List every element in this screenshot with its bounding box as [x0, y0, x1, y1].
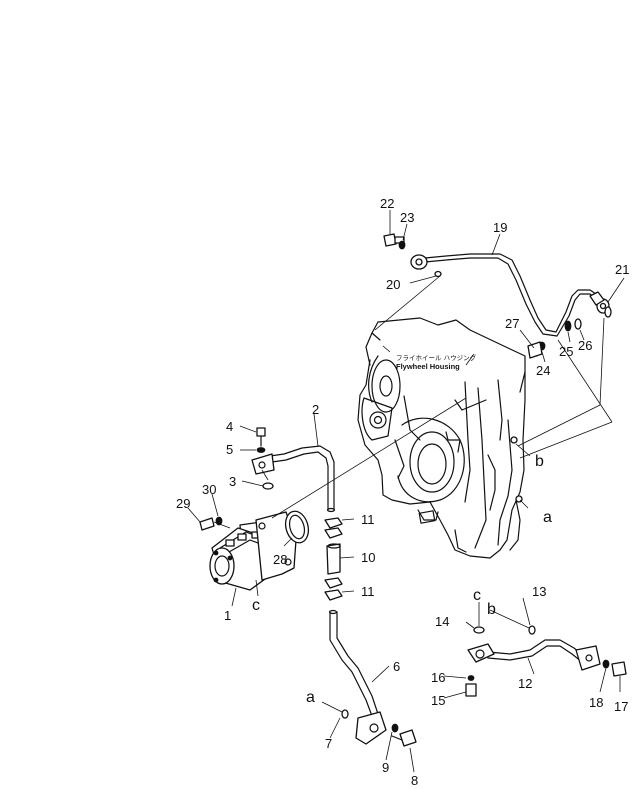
clamp-11-lower	[324, 577, 343, 601]
callout-leaders	[187, 210, 625, 773]
oring-7	[341, 709, 349, 719]
callout-1: 1	[224, 608, 231, 623]
pipe-12	[467, 639, 601, 671]
callout-12: 12	[518, 676, 532, 691]
callout-27: 27	[505, 316, 519, 331]
bolt-29-and-washer-30	[199, 516, 231, 531]
bolt-21	[589, 291, 612, 318]
callout-20: 20	[386, 277, 400, 292]
callout-24: 24	[536, 363, 550, 378]
callout-9: 9	[382, 760, 389, 775]
connection-letters: a a b b c c	[252, 453, 552, 706]
callout-5: 5	[226, 442, 233, 457]
callout-18: 18	[589, 695, 603, 710]
oring-14	[473, 626, 485, 634]
callout-16: 16	[431, 670, 445, 685]
callout-2: 2	[312, 402, 319, 417]
connection-a-pipe: a	[306, 689, 315, 706]
callout-numbers: 1 2 3 4 5 6 7 8 9 10 11 11 12 13 14 15 1…	[176, 196, 629, 788]
callout-7: 7	[325, 736, 332, 751]
bolt-8-and-washer-9	[391, 723, 417, 747]
flywheel-housing	[357, 317, 526, 559]
oring-20	[434, 270, 442, 278]
housing-label-japanese: フライホイール ハウジング	[396, 353, 477, 362]
callout-6: 6	[393, 659, 400, 674]
callout-11-lower: 11	[361, 584, 375, 599]
oring-3	[262, 482, 274, 490]
bolt-22-and-washer-23	[383, 233, 406, 250]
hose-10	[326, 543, 341, 575]
callout-19: 19	[493, 220, 507, 235]
callout-13: 13	[532, 584, 546, 599]
callout-3: 3	[229, 474, 236, 489]
callout-17: 17	[614, 699, 628, 714]
clamp-11-upper	[324, 517, 343, 539]
callout-26: 26	[578, 338, 592, 353]
oring-28	[284, 510, 310, 544]
connection-c-pipe: c	[473, 587, 481, 604]
pipe-6	[328, 609, 387, 745]
housing-label-english: Flywheel Housing	[396, 362, 460, 371]
oring-13	[528, 625, 536, 635]
callout-8: 8	[411, 773, 418, 788]
pipe-2	[251, 445, 336, 513]
callout-23: 23	[400, 210, 414, 225]
connection-b-housing: b	[535, 453, 544, 470]
callout-30: 30	[202, 482, 216, 497]
callout-22: 22	[380, 196, 394, 211]
callout-25: 25	[559, 344, 573, 359]
callout-28: 28	[273, 552, 287, 567]
bolt-17-and-washer-18	[602, 659, 627, 677]
callout-29: 29	[176, 496, 190, 511]
connection-c-pump: c	[252, 597, 260, 614]
callout-15: 15	[431, 693, 445, 708]
callout-10: 10	[361, 550, 375, 565]
bolt-4-and-washer-5	[256, 427, 266, 453]
callout-4: 4	[226, 419, 233, 434]
callout-21: 21	[615, 262, 629, 277]
pump-1	[209, 511, 297, 591]
callout-11-upper: 11	[361, 512, 375, 527]
callout-14: 14	[435, 614, 449, 629]
washers-24-27	[527, 318, 582, 359]
connection-a-housing: a	[543, 509, 552, 526]
bolt-15-and-washer-16	[465, 675, 477, 697]
connection-b-pipe: b	[487, 601, 496, 618]
